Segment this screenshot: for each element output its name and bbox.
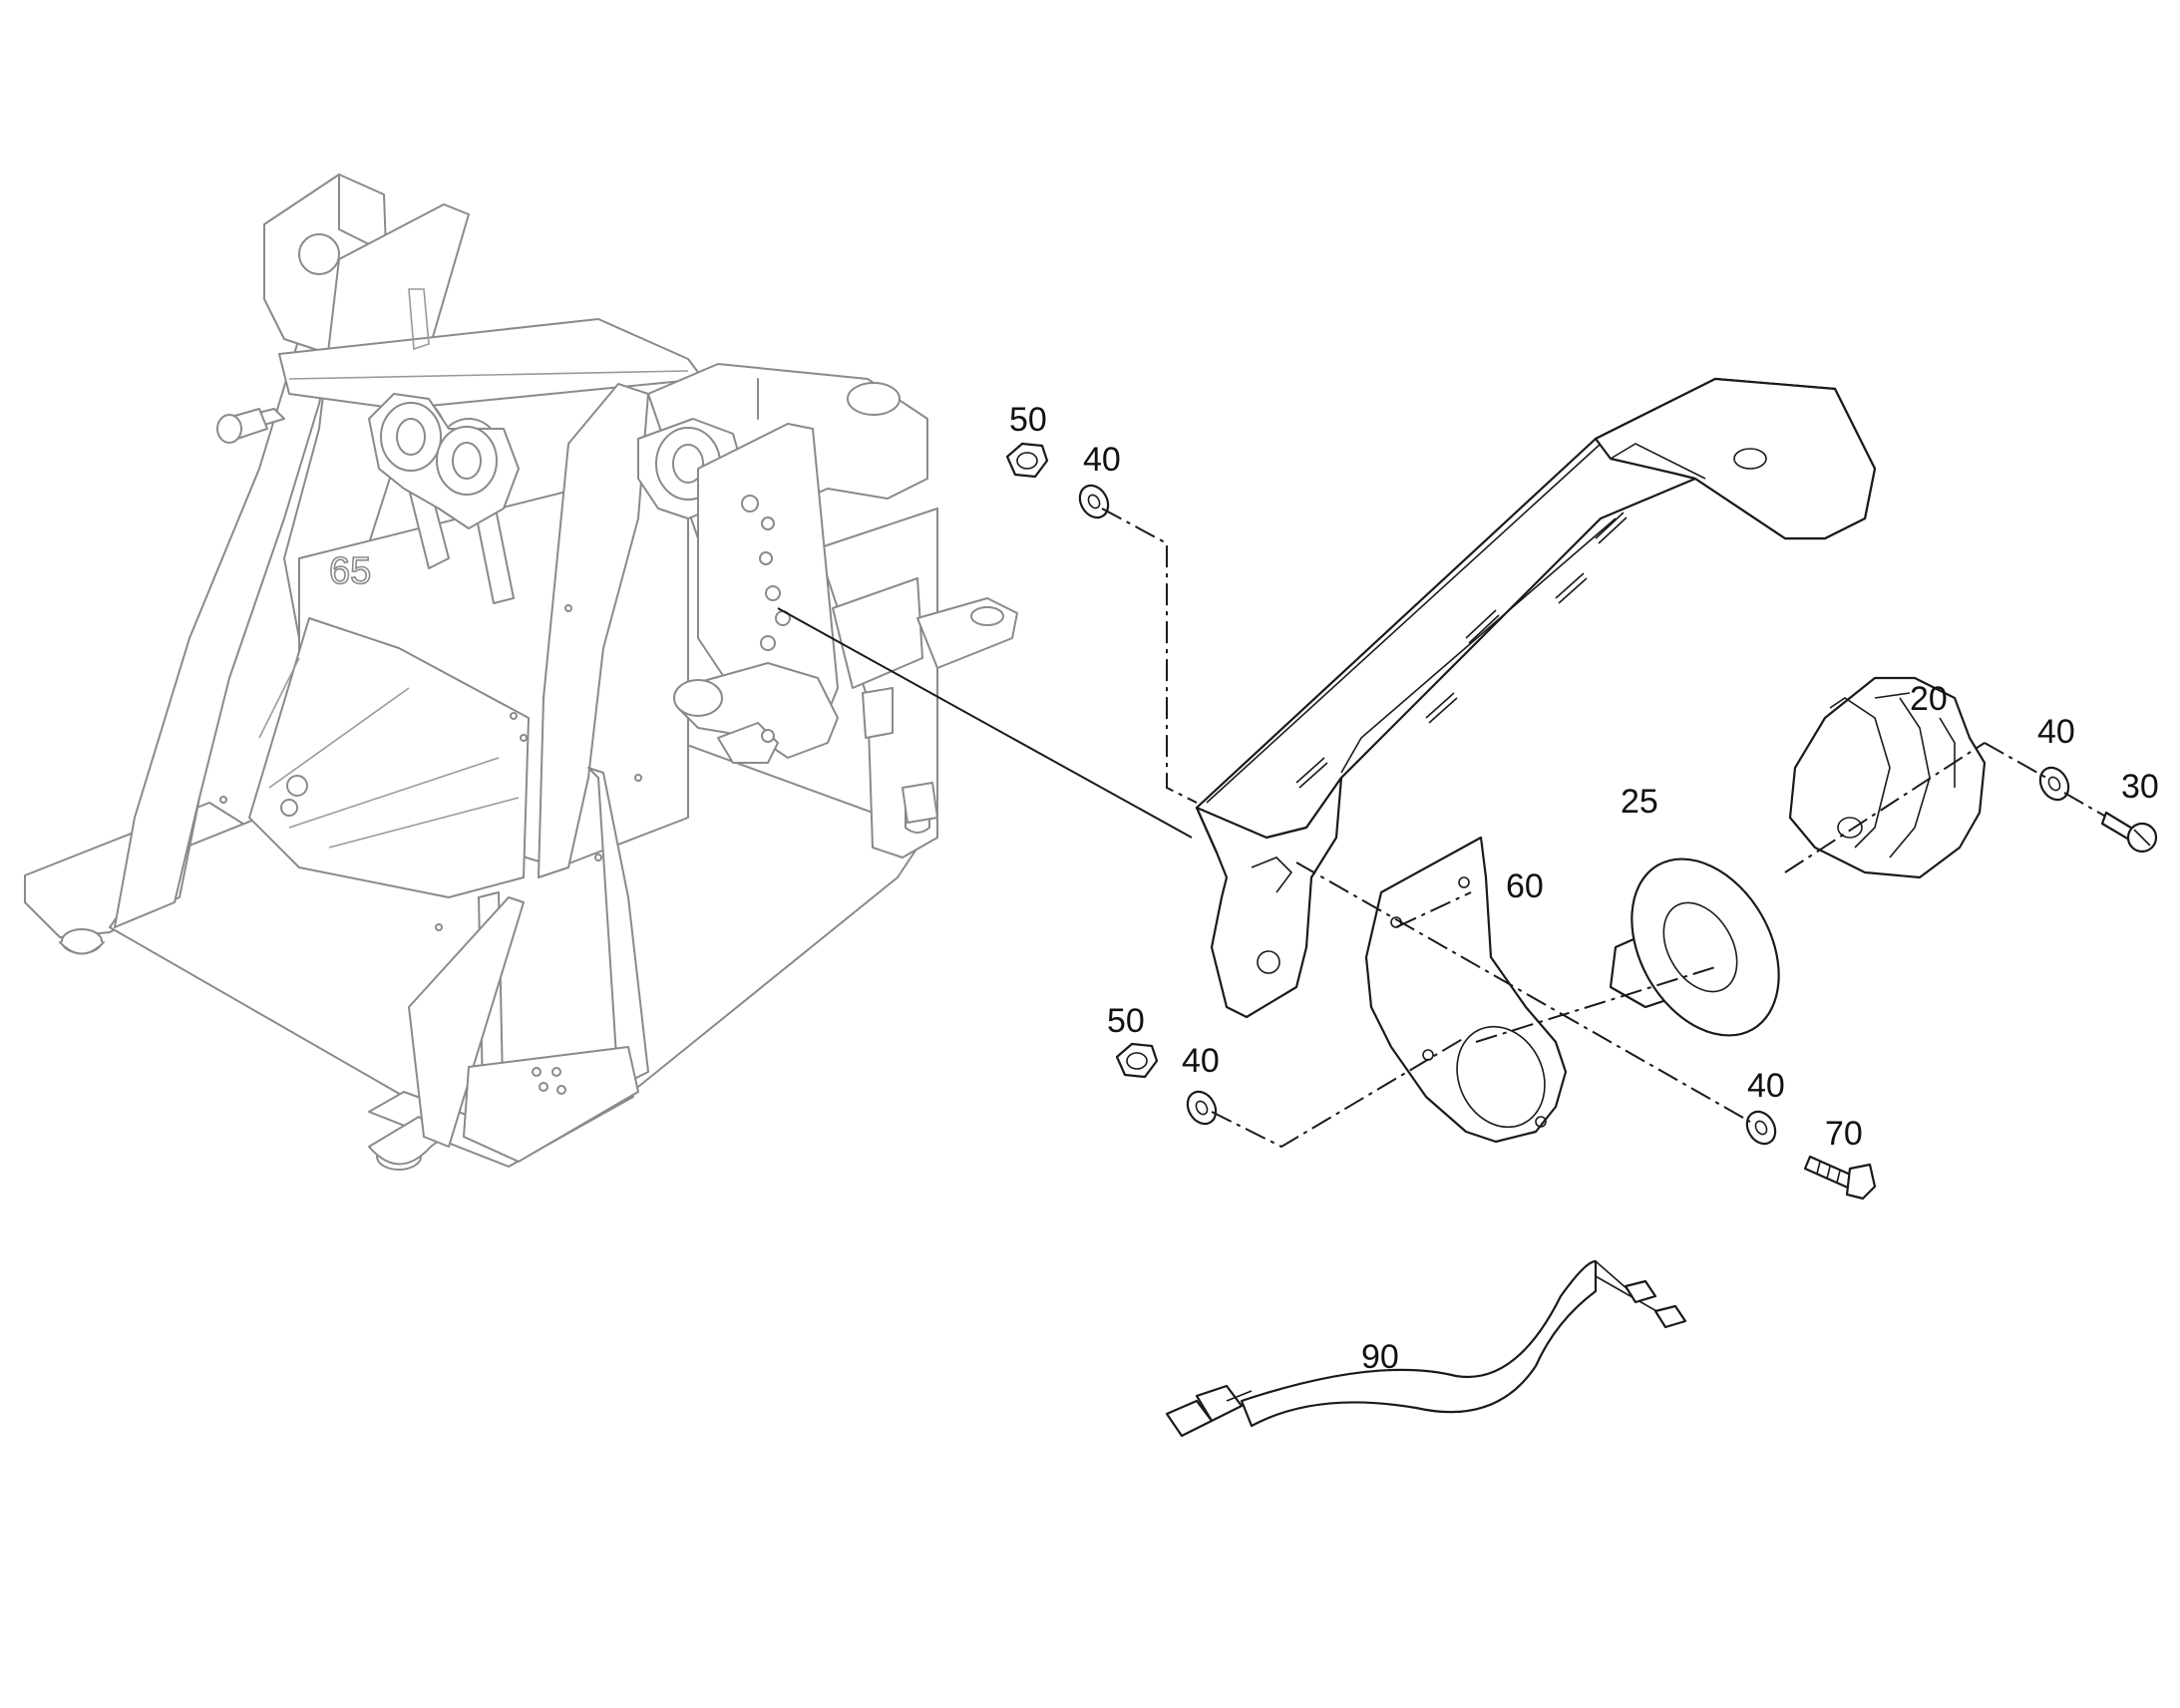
callout-20: 20 (1910, 680, 1948, 718)
bolt-70 (1803, 1155, 1877, 1200)
loader-front-frame: 65 (24, 173, 1018, 1171)
callout-90: 90 (1361, 1338, 1399, 1376)
frame-marking: 65 (329, 550, 371, 592)
washer-40-upper (1078, 484, 1110, 519)
screw-30 (2100, 811, 2158, 854)
wire-harness-90 (1165, 1259, 1687, 1438)
nut-50-lower (1115, 1042, 1159, 1079)
washer-40-right (2038, 766, 2070, 802)
callout-40-right: 40 (2037, 713, 2075, 751)
mounting-bracket-arm (1195, 377, 1877, 1019)
seal-cover-25 (1609, 857, 1780, 1037)
callout-60: 60 (1506, 867, 1544, 905)
callout-labels: 50 40 20 40 30 25 60 50 40 40 70 90 (1009, 401, 2159, 1376)
callout-25: 25 (1621, 783, 1658, 821)
washer-40-lower-right (1745, 1110, 1777, 1146)
callout-70: 70 (1825, 1115, 1863, 1153)
callout-50-lower: 50 (1107, 1002, 1145, 1040)
callout-30: 30 (2121, 768, 2159, 806)
callout-40-upper: 40 (1083, 441, 1121, 479)
callout-50-upper: 50 (1009, 401, 1047, 439)
sensor-housing-20 (1788, 676, 1987, 879)
washer-40-lower-left (1186, 1090, 1218, 1126)
callout-40-lower-right: 40 (1747, 1067, 1785, 1105)
leader-lines (777, 508, 2105, 1149)
callout-40-lower-left: 40 (1182, 1042, 1220, 1080)
nut-50-upper (1005, 442, 1049, 479)
